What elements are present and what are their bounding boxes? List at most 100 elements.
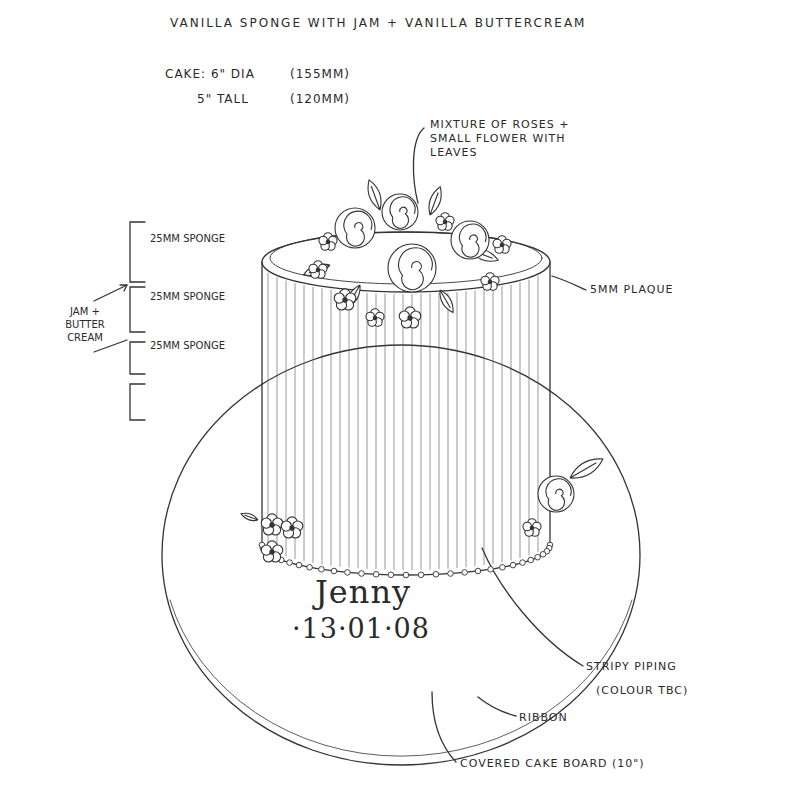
annotation: COVERED CAKE BOARD (10") [460,757,645,771]
leader-line [413,128,424,203]
bead [475,568,481,574]
stripe [367,293,368,569]
stripe [385,294,386,570]
stripe [286,281,287,557]
small-flower [436,213,454,231]
stripe [304,285,305,561]
bead [307,565,313,571]
cake-inscription: Jenny [315,572,411,612]
dimension-label: (120MM) [290,92,350,107]
bead [296,562,302,568]
sugar-flowers [240,178,606,562]
bead [510,562,516,568]
layer-bracket [130,287,145,332]
cake-inscription: ·13·01·08 [292,612,430,646]
leader-line [94,285,127,301]
cake-top [262,232,550,292]
stripe [520,282,521,558]
leaf [436,288,457,315]
rose [451,221,489,259]
small-flower [309,261,327,279]
rose [382,194,418,230]
rose [335,208,375,248]
layer-bracket [130,342,145,374]
layer-label: 25MM SPONGE [150,339,225,352]
layer-bracket [130,384,145,420]
leaf [240,511,259,523]
rose [388,244,436,292]
small-flower [366,309,384,327]
bead [520,560,526,566]
bead [331,568,337,574]
bead [500,565,506,571]
stripe [466,291,467,567]
annotation: RIBBON [519,711,568,725]
leaf [425,185,445,217]
stripe [403,294,404,570]
stripe [538,276,539,552]
dimension-label: CAKE: 6" DIA [165,67,255,82]
small-flower [281,517,303,538]
stripe [313,287,314,563]
layer-label: 25MM SPONGE [150,232,225,245]
cake-board [162,345,640,765]
stripe [322,288,323,564]
stripe [448,293,449,569]
stripe [412,294,413,570]
dimension-label: (155MM) [290,67,350,82]
rose [538,476,574,512]
small-flower [261,514,283,535]
bead [287,560,293,566]
ribbon [170,600,632,756]
stripy-piping [268,273,538,570]
bead [462,570,468,576]
small-flower [334,289,356,310]
stripe [376,293,377,569]
annotation: JAM + BUTTER CREAM [56,305,114,344]
leader-line [482,548,583,666]
annotation: (COLOUR TBC) [596,684,688,698]
bead-piping [259,542,553,578]
small-flower [319,233,337,251]
bead [433,572,439,578]
stripe [358,292,359,568]
stripe [493,288,494,564]
stripe [340,291,341,567]
stripe [484,289,485,565]
stripe [277,277,278,553]
cake-base [262,545,550,575]
bead [535,554,541,560]
bead [319,567,325,573]
title: VANILLA SPONGE WITH JAM + VANILLA BUTTER… [170,16,586,31]
bead [540,552,546,558]
dimension-label: 5" TALL [197,92,249,107]
stripe [421,294,422,570]
stripe [511,285,512,561]
annotation: MIXTURE OF ROSES + SMALL FLOWER WITH LEA… [430,118,580,160]
stripe [439,293,440,569]
stripe [475,290,476,566]
bead [488,567,494,573]
stripe [394,294,395,570]
annotation: STRIPY PIPING [586,660,677,674]
stripe [349,292,350,568]
stripe [430,294,431,570]
layer-label: 25MM SPONGE [150,290,225,303]
leaf [302,261,332,279]
stripe [457,292,458,568]
leader-line [552,276,586,290]
leaf [567,454,606,484]
small-flower [261,541,283,562]
small-flower [399,307,421,328]
leaf [364,178,385,212]
layer-bracket [130,222,145,282]
small-flower [481,273,499,291]
bead [448,571,454,577]
stripe [331,290,332,566]
cake-side [261,262,262,545]
leader-line [432,692,456,762]
stripe [268,273,269,549]
bead [528,557,534,563]
